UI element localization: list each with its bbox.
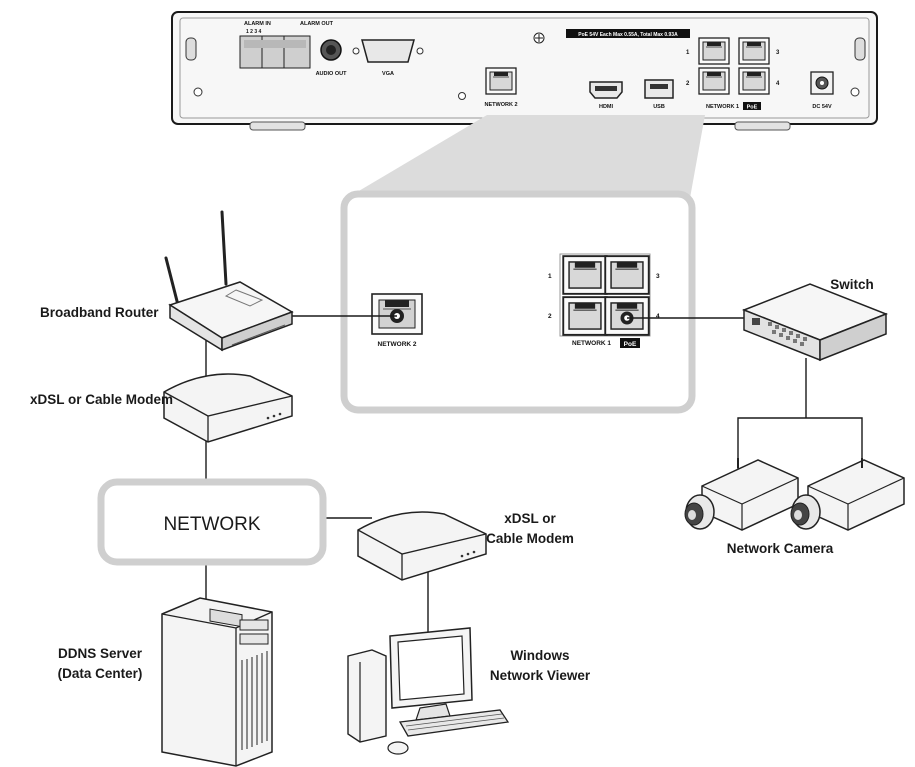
zoom-network1-label: NETWORK 1	[572, 340, 611, 347]
vga-port: VGA	[352, 39, 424, 77]
port-number: 2	[686, 81, 690, 87]
network2-port: NETWORK 2	[485, 67, 518, 108]
alarm-in-pins: 1 2 3 4	[246, 29, 262, 35]
audio-out-label: AUDIO OUT	[316, 71, 348, 77]
broadband-router-label: Broadband Router	[40, 305, 159, 320]
network1-poe-ports: 1 2 3 4 NETWORK 1 PoE	[686, 37, 780, 111]
network-camera-icon	[790, 458, 905, 531]
zoom-poe-badge: PoE	[624, 341, 637, 348]
dc-label: DC 54V	[812, 104, 832, 110]
network-switch-icon	[741, 283, 889, 362]
zoom-panel	[340, 190, 696, 414]
alarm-in-label: ALARM IN	[244, 21, 271, 27]
middle-modem-icon	[357, 511, 487, 581]
poe-badge: PoE	[747, 105, 758, 111]
usb-port: USB	[644, 79, 674, 110]
zoom-port-number: 2	[548, 313, 552, 320]
alarm-terminal-block: ALARM IN 1 2 3 4 ALARM OUT	[239, 21, 334, 69]
zoom-callout-beam	[347, 115, 705, 198]
network1-label: NETWORK 1	[706, 104, 739, 110]
zoom-port-number: 3	[656, 273, 660, 280]
network-camera-icon	[684, 458, 799, 531]
network-cloud-box	[97, 478, 327, 566]
vga-label: VGA	[382, 71, 394, 77]
zoom-network1-poe-ports: 1 2 3 4 NETWORK 1 PoE	[548, 253, 660, 348]
viewer-label-line2: Network Viewer	[490, 668, 591, 683]
windows-pc-icon	[347, 627, 510, 755]
port-number: 4	[776, 81, 780, 87]
ground-screw-icon	[533, 32, 545, 44]
ddns-server-icon	[161, 597, 273, 767]
zoom-port-number: 4	[656, 313, 660, 320]
port-number: 3	[776, 50, 780, 56]
port-number: 1	[686, 50, 690, 56]
network-camera-label: Network Camera	[727, 541, 834, 556]
viewer-label-line1: Windows	[510, 648, 569, 663]
switch-to-cameras-line	[737, 417, 863, 470]
middle-modem-label-line2: Cable Modem	[486, 531, 574, 546]
zoom-port-number: 1	[548, 273, 552, 280]
hdmi-port: HDMI	[589, 81, 623, 110]
left-modem-label: xDSL or Cable Modem	[30, 392, 173, 407]
dc-power-port: DC 54V	[810, 71, 834, 110]
audio-out-port: AUDIO OUT	[316, 39, 348, 77]
network-label: NETWORK	[163, 514, 260, 535]
ddns-label-line2: (Data Center)	[58, 666, 143, 681]
broadband-router-icon	[164, 210, 294, 352]
switch-label: Switch	[830, 277, 874, 292]
alarm-out-label: ALARM OUT	[300, 21, 334, 27]
middle-modem-label-line1: xDSL or	[504, 511, 556, 526]
nvr-rear-panel: ALARM IN 1 2 3 4 ALARM OUT AUDIO OUT VGA	[171, 11, 878, 131]
zoom-network2-label: NETWORK 2	[378, 341, 417, 348]
reset-hole	[458, 92, 466, 100]
ddns-label-line1: DDNS Server	[58, 646, 143, 661]
left-modem-icon	[163, 373, 293, 443]
poe-spec-bar	[566, 29, 690, 38]
connection-lines	[205, 315, 863, 636]
hdmi-label: HDMI	[599, 104, 614, 110]
usb-label: USB	[653, 104, 665, 110]
poe-spec-text: PoE 54V Each Max 0.55A, Total Max 0.93A	[578, 32, 678, 38]
network2-label: NETWORK 2	[485, 102, 518, 108]
zoom-network2-port: NETWORK 2	[371, 293, 423, 348]
